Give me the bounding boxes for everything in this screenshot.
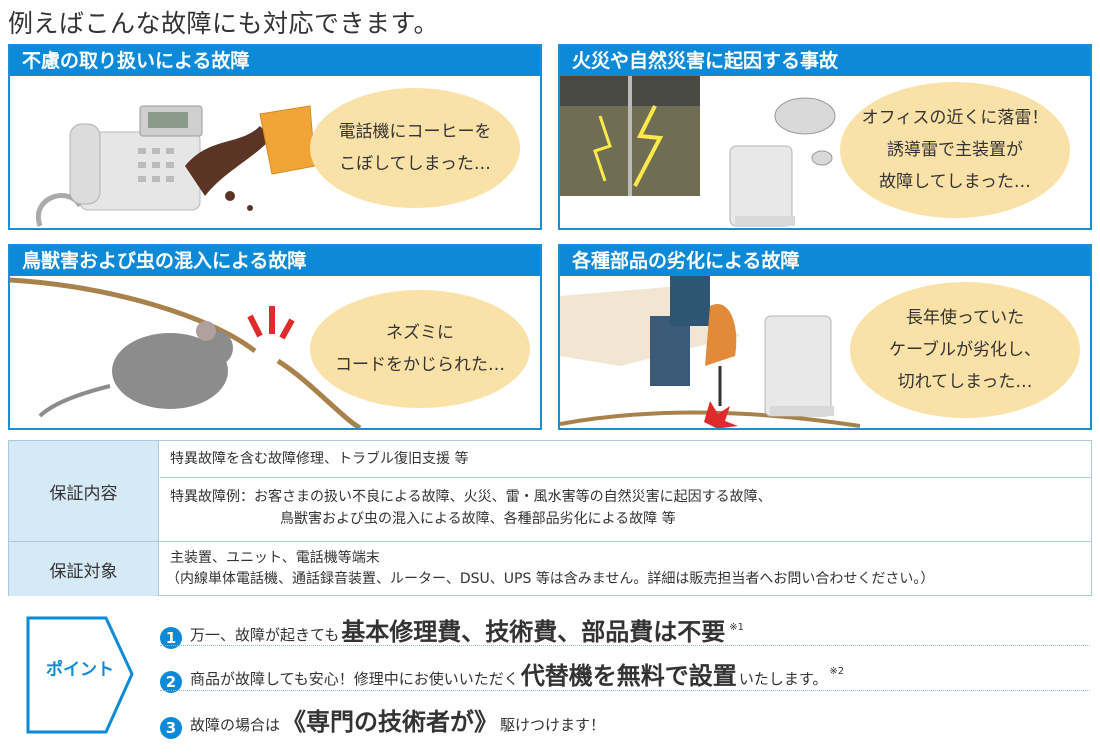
point-chevron-icon [26,616,134,734]
page-heading: 例えばこんな故障にも対応できます。 [8,9,440,38]
point-note: ※1 [729,622,745,633]
warranty-target-header: 保証対象 [9,542,159,596]
bubble-line: コードをかじられた… [335,355,505,375]
bubble-line: 故障してしまった… [879,172,1031,192]
panel-title: 鳥獣害および虫の混入による故障 [10,246,540,276]
speech-bubble: オフィスの近くに落雷！ 誘導雷で主装置が 故障してしまった… [840,82,1070,218]
case-panel-mishandling: 不慮の取り扱いによる故障 電話機にコーヒーを こぼしてしまった… [8,44,542,230]
point-text: 商品が故障しても安心！修理中にお使いいただく [190,670,519,688]
bubble-line: 電話機にコーヒーを [338,122,492,142]
point-text: 故障の場合は [190,716,281,734]
case-panel-pests: 鳥獣害および虫の混入による故障 ネズミに コードをかじられた… [8,244,542,430]
bubble-line: 長年使っていた [905,308,1025,328]
lightning-window-illustration [560,76,836,227]
office-cable-illustration [560,276,861,428]
point-number: 3 [160,717,182,739]
speech-bubble: 長年使っていた ケーブルが劣化し、 切れてしまった… [850,282,1080,418]
point-item: 2 商品が故障しても安心！修理中にお使いいただく 代替機を無料で設置 いたします… [160,656,845,693]
bubble-line: ネズミに [386,323,454,343]
panel-title: 各種部品の劣化による故障 [560,246,1090,276]
warranty-content-header: 保証内容 [9,441,159,541]
panel-title: 不慮の取り扱いによる故障 [10,46,540,76]
speech-bubble: ネズミに コードをかじられた… [310,290,530,408]
point-emphasis: 《専門の技術者が》 [282,708,499,736]
point-item: 3 故障の場合は 《専門の技術者が》 駆けつけます！ [160,702,606,739]
mouse-cable-illustration [10,277,362,428]
point-number: 2 [160,671,182,693]
point-emphasis: 基本修理費、技術費、部品費は不要 [341,618,726,646]
point-text: 万一、故障が起きても [190,626,340,644]
point-text-after: いたします。 [738,670,828,688]
panel-title: 火災や自然災害に起因する事故 [560,46,1090,76]
point-label: ポイント [46,660,114,680]
warranty-table: 保証内容 特異故障を含む故障修理、トラブル復旧支援 等 特異故障例：お客さまの扱… [8,440,1092,596]
bubble-line: こぼしてしまった… [339,154,491,174]
bubble-line: ケーブルが劣化し、 [889,340,1041,360]
warranty-target-line2: （内線単体電話機、通話録音装置、ルーター、DSU、UPS 等は含みません。詳細は… [166,571,935,587]
point-item: 1 万一、故障が起きても 基本修理費、技術費、部品費は不要 ※1 [160,612,745,649]
point-number: 1 [160,627,182,649]
point-emphasis: 代替機を無料で設置 [520,662,737,690]
warranty-content-row1: 特異故障を含む故障修理、トラブル復旧支援 等 [170,451,469,467]
bubble-line: 切れてしまった… [897,372,1033,392]
point-text-after: 駆けつけます！ [500,716,606,734]
bubble-line: 誘導雷で主装置が [887,140,1023,160]
speech-bubble: 電話機にコーヒーを こぼしてしまった… [310,88,520,208]
warranty-content-row2-line2: 鳥獣害および虫の混入による故障、各種部品劣化による故障 等 [280,511,676,527]
phone-coffee-illustration [35,105,316,227]
bubble-line: オフィスの近くに落雷！ [861,108,1049,128]
warranty-content-row2-line1: 特異故障例：お客さまの扱い不良による故障、火災、雷・風水害等の自然災害に起因する… [170,489,772,505]
case-panel-disaster: 火災や自然災害に起因する事故 オフィスの近くに落雷！ 誘導雷で主装置が 故障して… [558,44,1092,230]
point-note: ※2 [829,666,845,677]
case-panel-deterioration: 各種部品の劣化による故障 長年使っていた ケーブルが劣化し、 切れてしまった… [558,244,1092,430]
warranty-target-line1: 主装置、ユニット、電話機等端末 [170,550,380,566]
